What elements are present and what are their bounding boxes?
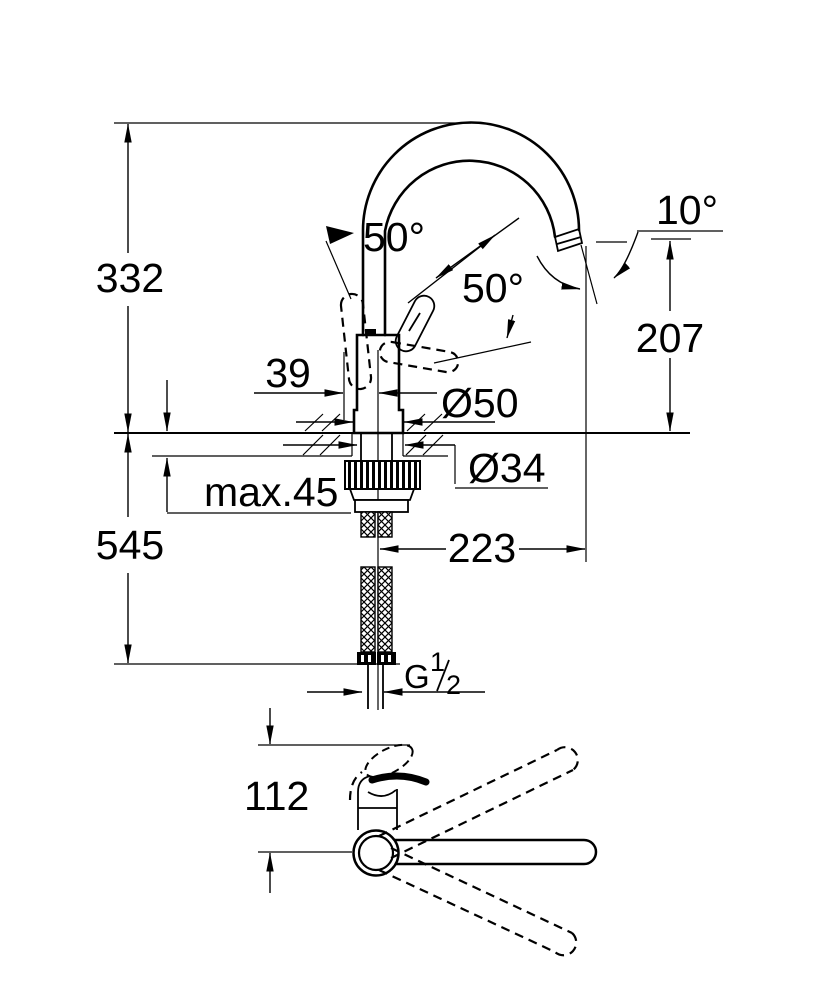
lever-position-up-solid [394, 294, 436, 353]
angle-50-right-arrow [506, 314, 516, 339]
shank-tube [360, 433, 393, 461]
overall-height-label: 332 [96, 255, 164, 301]
cartridge-cap [365, 329, 376, 335]
mounting-nut-knurled [344, 460, 421, 490]
lever-swing-view: 112 [244, 708, 598, 957]
supply-hose-left-lower [360, 566, 376, 653]
lever-knob-dashed [364, 743, 414, 779]
escutcheon-inner-arc [367, 789, 397, 797]
angle-10-arc-left-arrow [536, 255, 581, 290]
hose-fitting-right [377, 652, 396, 665]
outlet-height-label: 207 [636, 315, 704, 361]
height-below-deck-label: 545 [96, 522, 164, 568]
handle-offset-label: 39 [265, 350, 311, 396]
deck-thickness-label: max.45 [204, 469, 338, 515]
fitting-slit [361, 655, 364, 662]
mounting-nut-taper [348, 488, 416, 501]
supply-hose-right-lower [377, 566, 393, 653]
outlet-axis-line [580, 244, 598, 305]
angle-50-right-leader [433, 341, 532, 364]
angle-50-left-leader [325, 240, 352, 300]
angle-50-left-arrowhead [326, 226, 354, 244]
lever-pivot-outer [352, 829, 400, 877]
handle-angle-right-label: 50° [462, 265, 524, 311]
lever-solid-position [382, 838, 598, 866]
lever-swing-label: 112 [244, 773, 309, 819]
body-diameter-label: Ø50 [441, 380, 519, 426]
thread-connector-tube [367, 665, 384, 709]
lever-cap-bar [368, 772, 430, 786]
fitting-slit [368, 655, 371, 662]
lever-position-back-dashed [339, 292, 373, 391]
angle-10-arc-right-arrow [613, 231, 639, 279]
supply-hose-right-upper [377, 511, 393, 538]
lever-dashed-up-position [378, 746, 579, 859]
lever-inner-edge [408, 312, 421, 332]
supply-hose-left-upper [360, 511, 376, 538]
angle-50-cross-arrow-b [435, 217, 520, 279]
hole-diameter-label: Ø34 [468, 445, 546, 491]
thread-numerator-label: 1 [430, 647, 445, 677]
hose-fitting-left [357, 652, 376, 665]
thread-prefix-label: G [404, 658, 430, 695]
mounting-nut-base [354, 499, 409, 513]
dim-d34-leader [454, 445, 548, 489]
escutcheon-left-edge [357, 775, 371, 830]
outlet-angle-label: 10° [656, 187, 718, 233]
front-view: 10° 50° 50° [96, 121, 723, 710]
lever-position-front-dashed [378, 340, 460, 374]
spout-outlet-mousseur [553, 227, 584, 253]
lever-dashed-down-position [378, 847, 578, 957]
fitting-slit [381, 655, 384, 662]
spout-outlet-band [556, 236, 582, 245]
handle-angle-left-label: 50° [363, 214, 425, 260]
fitting-slit [388, 655, 391, 662]
thread-denominator-label: 2 [446, 670, 461, 700]
lever-pivot-inner [357, 834, 395, 872]
spout-inner-arc [383, 159, 557, 337]
thread-fraction-slash [436, 659, 450, 692]
deck-hatching [302, 413, 444, 456]
spout-reach-label: 223 [448, 525, 516, 571]
lever-knob-edge-dashed [348, 771, 363, 801]
